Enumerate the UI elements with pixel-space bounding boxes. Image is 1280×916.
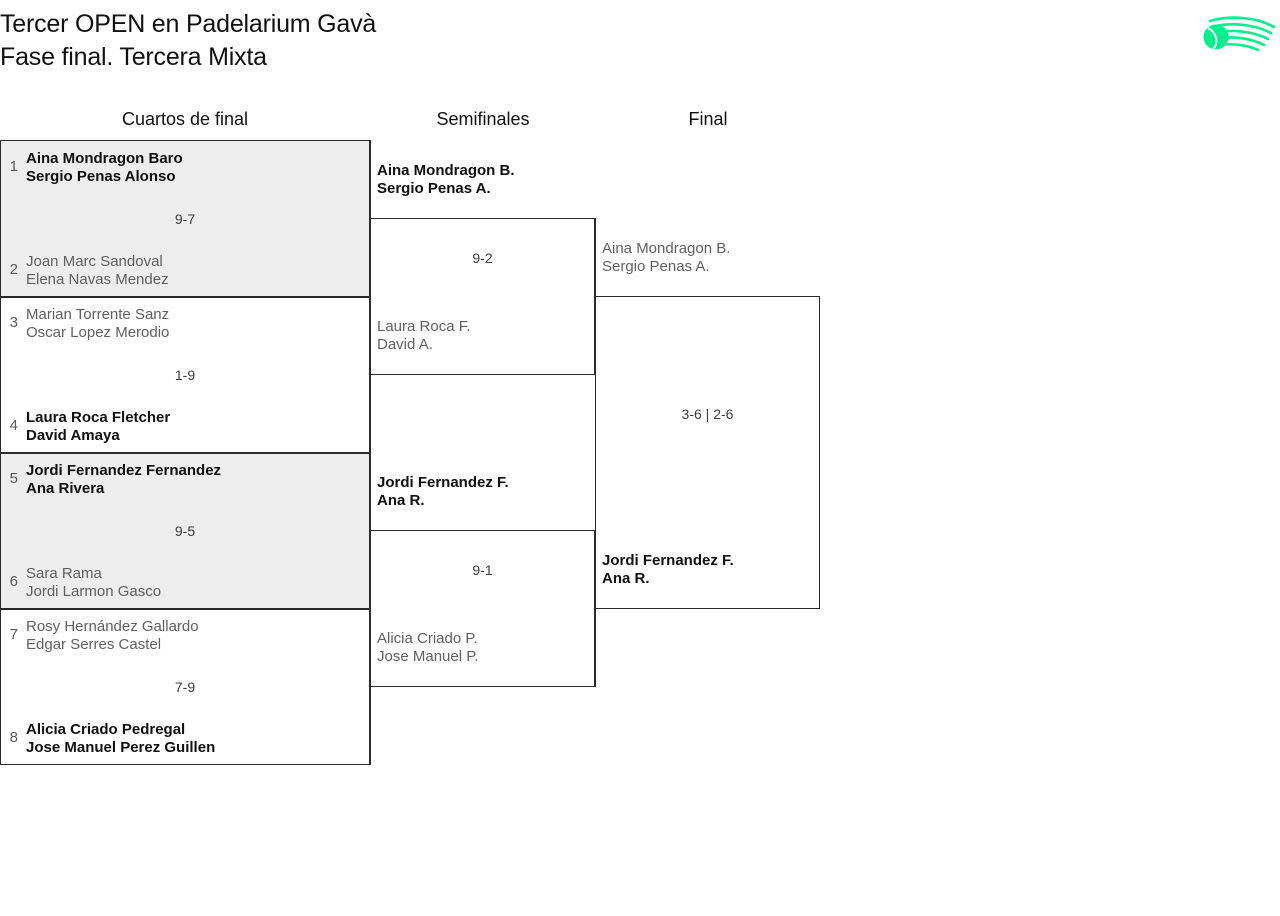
qf-seed-4: 4 — [9, 417, 18, 434]
sf-team-1: Aina Mondragon B. Sergio Penas A. — [377, 162, 515, 197]
sf-match-1[interactable] — [370, 218, 595, 375]
final-connector-bot — [595, 609, 596, 687]
qf-match-1[interactable] — [0, 140, 370, 297]
qf-seed-1: 1 — [9, 158, 18, 175]
qf-score-1: 9-7 — [174, 211, 196, 227]
qf-team-1: Aina Mondragon Baro Sergio Penas Alonso — [26, 150, 183, 185]
qf-team-8: Alicia Criado Pedregal Jose Manuel Perez… — [26, 721, 216, 756]
sf-connector-bot-2 — [370, 687, 371, 765]
qf-seed-6: 6 — [9, 573, 18, 590]
qf-seed-7: 7 — [9, 626, 18, 643]
qf-score-4: 7-9 — [174, 679, 196, 695]
qf-seed-8: 8 — [9, 729, 18, 746]
final-team-top: Aina Mondragon B. Sergio Penas A. — [602, 240, 731, 275]
qf-seed-2: 2 — [9, 261, 18, 278]
sf-connector-mid — [370, 375, 371, 530]
final-connector-top — [595, 218, 596, 296]
round-header-final: Final — [688, 109, 728, 129]
round-header-semifinals: Semifinales — [436, 109, 530, 129]
qf-match-4[interactable] — [0, 609, 370, 765]
sf-score-1: 9-2 — [472, 250, 493, 266]
qf-seed-5: 5 — [9, 470, 18, 487]
sf-team-4: Alicia Criado P. Jose Manuel P. — [377, 630, 479, 665]
sf-team-3: Jordi Fernandez F. Ana R. — [377, 474, 509, 509]
qf-team-3: Marian Torrente Sanz Oscar Lopez Merodio — [26, 306, 170, 341]
qf-score-3: 9-5 — [174, 523, 196, 539]
page-title-line1: Tercer OPEN en Padelarium Gavà — [0, 10, 377, 38]
qf-match-2[interactable] — [0, 297, 370, 453]
sf-match-2[interactable] — [370, 530, 595, 687]
final-match[interactable] — [595, 296, 820, 609]
final-score: 3-6 | 2-6 — [681, 406, 734, 422]
sf-connector-top-1 — [370, 140, 371, 218]
sf-team-2: Laura Roca F. David A. — [377, 318, 471, 353]
qf-team-5: Jordi Fernandez Fernandez Ana Rivera — [26, 462, 222, 497]
final-team-bottom: Jordi Fernandez F. Ana R. — [602, 552, 734, 587]
qf-score-2: 1-9 — [174, 367, 196, 383]
page-title-line2: Fase final. Tercera Mixta — [0, 43, 267, 71]
qf-match-3[interactable] — [0, 453, 370, 609]
qf-team-6: Sara Rama Jordi Larmon Gasco — [26, 565, 162, 600]
qf-team-7: Rosy Hernández Gallardo Edgar Serres Cas… — [26, 618, 199, 653]
padel-ball-swoosh-logo — [1203, 16, 1276, 52]
qf-team-4: Laura Roca Fletcher David Amaya — [26, 409, 171, 444]
qf-seed-3: 3 — [9, 314, 18, 331]
round-header-quarterfinals: Cuartos de final — [121, 109, 249, 129]
qf-team-2: Joan Marc Sandoval Elena Navas Mendez — [26, 253, 169, 288]
sf-score-2: 9-1 — [472, 562, 493, 578]
